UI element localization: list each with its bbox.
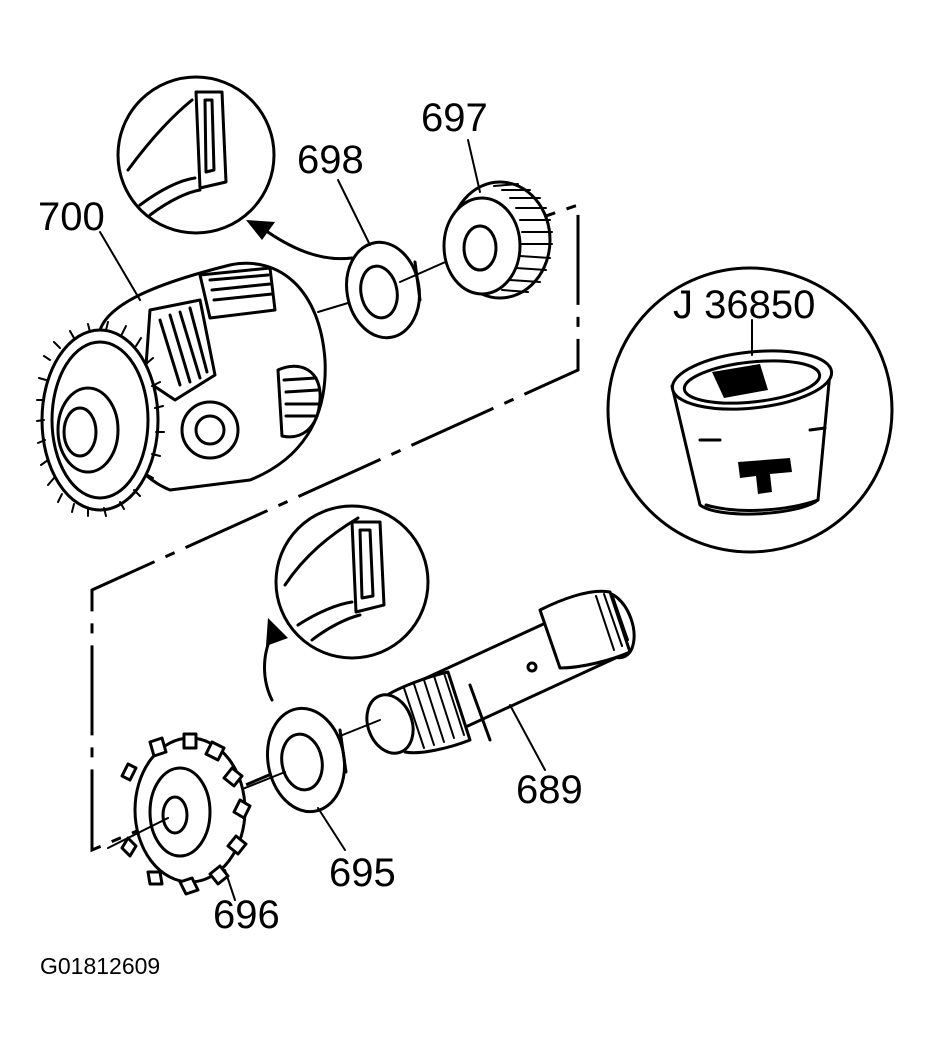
assembly-dashed-path: [90, 202, 580, 853]
figure-code: G01812609: [40, 953, 160, 979]
thrust-washer-695: [239, 706, 348, 851]
detail-view-lower: [274, 504, 430, 660]
side-gear-697: [442, 139, 553, 300]
arrow-to-lower-detail: [263, 618, 288, 702]
label-689: 689: [516, 768, 583, 812]
label-696: 696: [213, 893, 280, 937]
label-698: 698: [297, 138, 364, 182]
output-shaft-689: [334, 589, 636, 771]
tool-j36850-detail: [606, 266, 894, 554]
label-695: 695: [329, 851, 396, 895]
label-700: 700: [38, 195, 105, 239]
thrust-washer-698: [337, 179, 469, 340]
label-tool-j36850: J 36850: [673, 283, 815, 327]
label-697: 697: [421, 96, 488, 140]
arrow-to-upper-detail: [246, 220, 354, 261]
detail-view-upper: [116, 75, 276, 235]
differential-case-700: [36, 231, 359, 517]
side-gear-696: [107, 732, 252, 901]
